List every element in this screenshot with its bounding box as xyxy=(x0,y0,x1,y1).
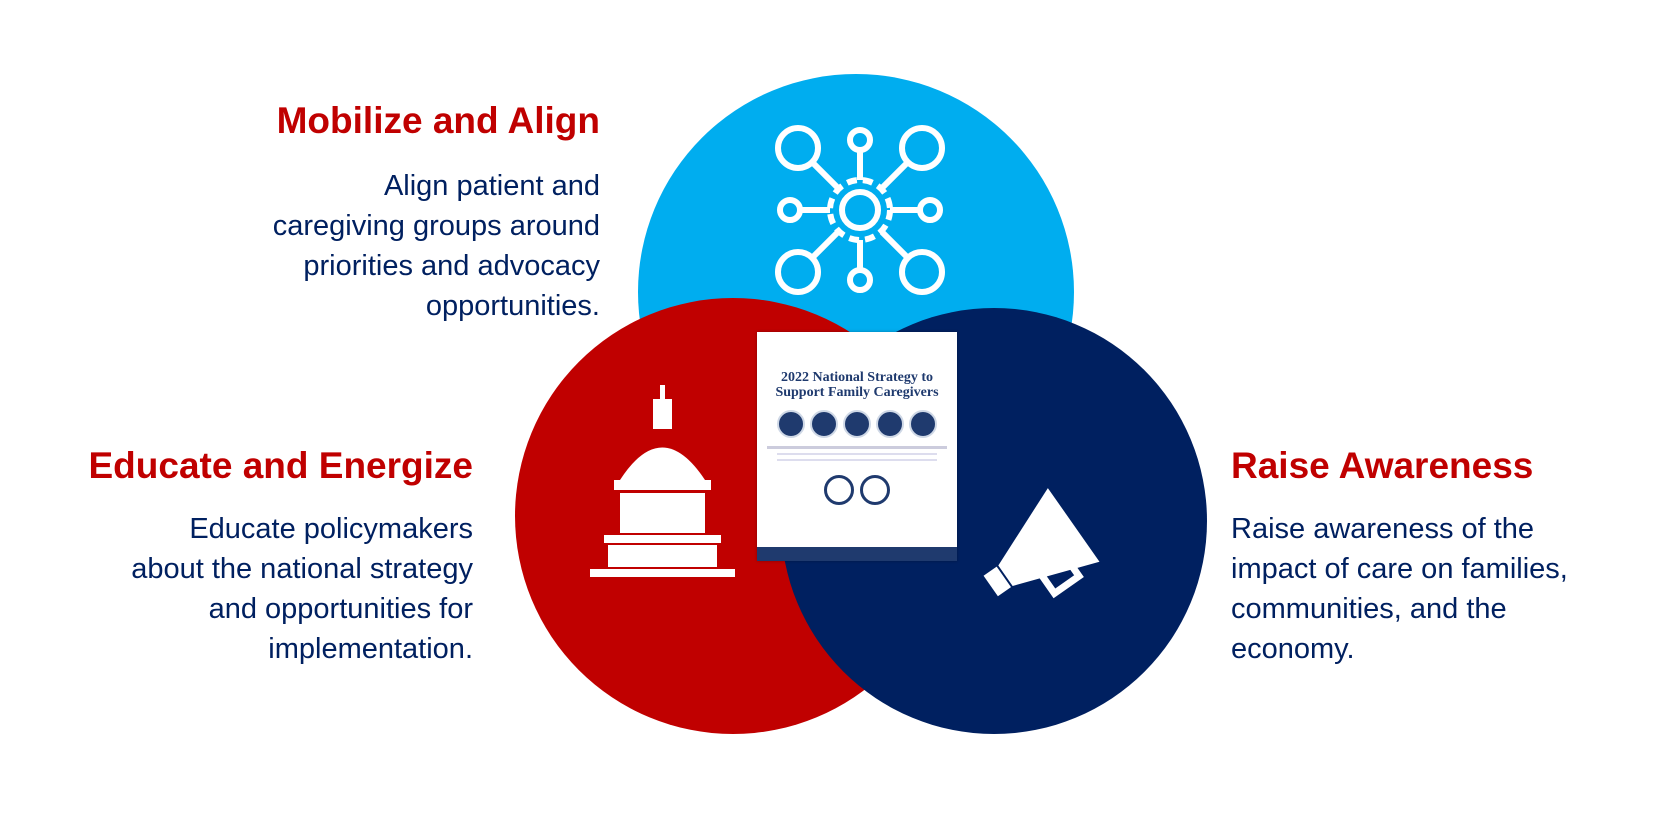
fine-print xyxy=(767,446,947,449)
goal-seal-icon xyxy=(909,410,937,438)
mobilize-heading: Mobilize and Align xyxy=(276,100,600,141)
document-footer-bar xyxy=(757,547,957,561)
body-line: impact of care on families, xyxy=(1231,553,1568,585)
body-line: Raise awareness of the xyxy=(1231,513,1535,545)
educate-body: Educate policymakers about the national … xyxy=(131,509,473,669)
raise-body: Raise awareness of the impact of care on… xyxy=(1231,509,1568,669)
body-line: about the national strategy xyxy=(131,553,473,585)
fine-print xyxy=(777,459,937,461)
goal-seal-icon xyxy=(777,410,805,438)
body-line: Educate policymakers xyxy=(189,513,473,545)
document-title-line1: 2022 National Strategy to xyxy=(780,370,934,385)
goal-seal-icon xyxy=(843,410,871,438)
body-line: economy. xyxy=(1231,633,1355,665)
body-line: priorities and advocacy xyxy=(303,250,600,282)
council-seal-icon xyxy=(824,475,854,505)
body-line: Align patient and xyxy=(383,170,600,202)
network-gear-icon xyxy=(775,125,945,295)
council-seal-icon xyxy=(860,475,890,505)
goal-seal-icon xyxy=(810,410,838,438)
strategy-document-cover: 2022 National Strategy to Support Family… xyxy=(757,332,957,561)
goal-seal-icon xyxy=(876,410,904,438)
goal-icons xyxy=(757,410,957,438)
body-line: implementation. xyxy=(268,633,473,665)
body-line: caregiving groups around xyxy=(272,210,600,242)
mobilize-body: Align patient and caregiving groups arou… xyxy=(273,166,600,326)
document-title-line2: Support Family Caregivers xyxy=(775,385,939,400)
educate-heading: Educate and Energize xyxy=(88,445,474,486)
body-line: communities, and the xyxy=(1231,593,1507,625)
body-line: and opportunities for xyxy=(208,593,473,625)
megaphone-icon xyxy=(983,488,1100,599)
body-line: opportunities. xyxy=(425,290,600,322)
fine-print xyxy=(777,453,937,455)
raise-heading: Raise Awareness xyxy=(1231,445,1534,486)
capitol-building-icon xyxy=(590,385,735,577)
